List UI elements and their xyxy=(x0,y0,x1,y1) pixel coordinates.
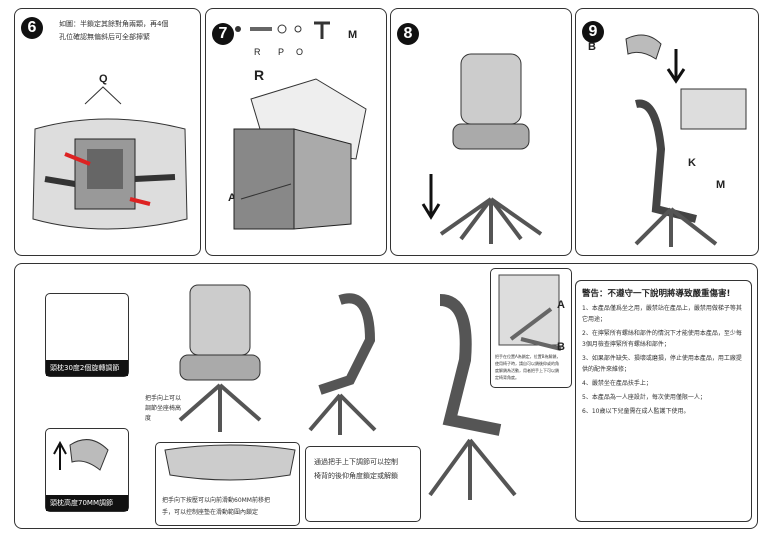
warning-item: 4、嚴禁坐在產品扶手上； xyxy=(582,380,652,387)
headrest-rotate-box: 頭枕30度2個旋轉調節 xyxy=(45,293,129,377)
warning-item: 1、本產品僅爲坐之用，嚴禁站在產品上，嚴禁用做梯子等其它用途； xyxy=(582,305,742,323)
step-number: 6 xyxy=(21,17,43,39)
seat-assembly-illustration xyxy=(233,21,367,230)
label-o: O xyxy=(296,47,304,57)
warning-item: 6、10歲以下兒童需在成人監護下使用。 xyxy=(582,408,690,415)
seat-slide-box: 把手向下按壓可以向前滑動60MM前移把 手，可以控制座墊在滑動範圍內鎖定 xyxy=(155,442,300,526)
tilt-note-box: 通過把手上下調節可以控制 椅背的後仰角度鎖定或解鎖 xyxy=(305,446,421,522)
step-9-panel: 9 B K M xyxy=(575,8,759,256)
warning-box: 警告：不遵守一下說明將導致嚴重傷害! 1、本產品僅爲坐之用，嚴禁站在產品上，嚴禁… xyxy=(575,280,752,522)
tilt-lock-box: A B 把手在位置A為鎖定，位置B為解鎖， 使用椅子時，請自可以鎖後仰或的角 度… xyxy=(490,268,572,388)
warning-item: 3、如果部件缺失、損壞或磨損，停止使用本產品，用工廠提供的配件來維修； xyxy=(582,355,742,373)
step-number: 7 xyxy=(212,23,234,45)
label-q: Q xyxy=(99,73,108,85)
seat-height-note: 把手向上可以 調節坐座椅高 度 xyxy=(145,395,182,422)
step-8-panel: 8 xyxy=(390,8,572,256)
headrest-height-label: 頭枕高度70MM調節 xyxy=(46,495,128,511)
warning-item: 2、在擰緊所有螺絲和部件的情況下才能使用本產品，至少每3個月檢查擰緊所有螺絲和部… xyxy=(582,330,742,348)
seat-base-illustration xyxy=(32,86,188,230)
warning-item: 5、本產品為一人座設計，每次使用僅限一人； xyxy=(582,394,706,401)
label-m: M xyxy=(348,29,358,41)
warning-title: 警告：不遵守一下說明將導致嚴重傷害! xyxy=(582,289,731,299)
step-number: 8 xyxy=(397,23,419,45)
tilt-lever-illustration xyxy=(498,274,562,351)
label-r: R xyxy=(254,47,261,57)
step-7-panel: 7 R P O M R A xyxy=(205,8,387,256)
label-m: M xyxy=(716,179,726,191)
label-a: A xyxy=(557,299,565,311)
label-p: P xyxy=(278,47,285,57)
label-a: A xyxy=(228,192,236,204)
step-6-instruction: 如圖：半鎖定其餘對角兩顆，再4個 孔位確認無偏斜后可全部擰緊 xyxy=(59,20,169,41)
headrest-height-box: 頭枕高度70MM調節 xyxy=(45,428,129,512)
label-r-big: R xyxy=(254,67,265,83)
label-b: B xyxy=(557,341,565,353)
label-k: K xyxy=(688,157,696,169)
chair-on-base-illustration xyxy=(421,53,543,244)
headrest-install-illustration xyxy=(625,34,747,247)
step-6-panel: 6 如圖：半鎖定其餘對角兩顆，再4個 孔位確認無偏斜后可全部擰緊 Q xyxy=(14,8,201,256)
label-b: B xyxy=(588,41,596,53)
step-number: 9 xyxy=(582,21,604,43)
headrest-rotate-label: 頭枕30度2個旋轉調節 xyxy=(46,360,128,376)
